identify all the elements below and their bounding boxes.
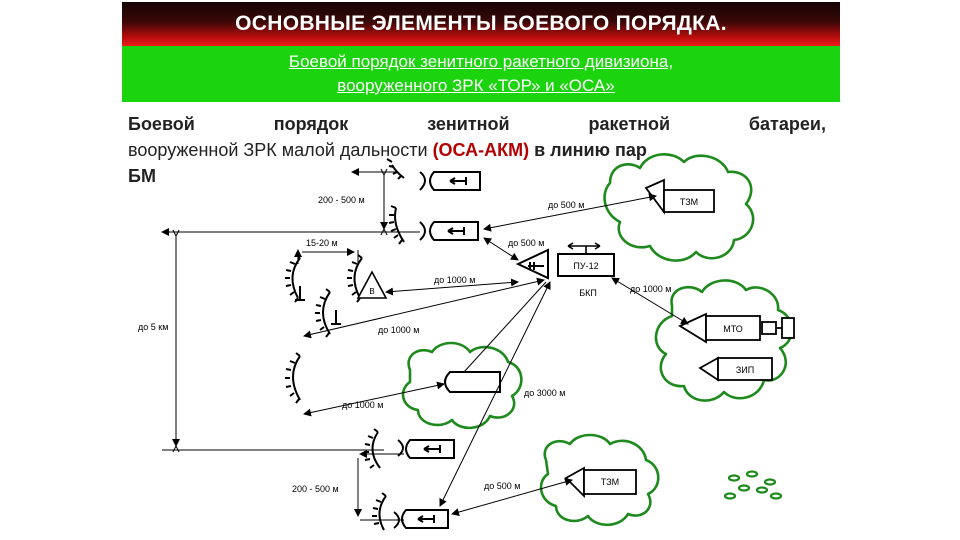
desc-word-3: зенитной (427, 114, 510, 134)
subtitle-line-2: вооруженного ЗРК «ТОР» и «ОСА» (337, 76, 615, 95)
link-pu-mto (611, 277, 689, 325)
transport-loader-bottom: ТЗМ (564, 466, 637, 499)
desc-word-4: ракетной (588, 114, 671, 134)
vehicle-center (444, 371, 501, 393)
link-pu-vehicle2 (483, 237, 519, 261)
radar-arc (388, 205, 405, 245)
desc-word-2: порядок (273, 114, 349, 134)
tzm-bottom-label: ТЗМ (601, 477, 619, 487)
radar-arc (285, 352, 301, 404)
scattered-camouflage (723, 470, 783, 500)
bkp-label: БКП (579, 288, 597, 298)
spare-parts-zip: ЗИП (698, 356, 773, 382)
label-500-bottom: до 500 м (484, 481, 520, 491)
zip-label: ЗИП (736, 365, 754, 375)
link-tzm-bottom (451, 478, 573, 516)
slide-title: ОСНОВНЫЕ ЭЛЕМЕНТЫ БОЕВОГО ПОРЯДКА. (122, 2, 840, 46)
link-pu-center-1000 (303, 381, 445, 417)
label-1000-c: до 1000 м (342, 400, 383, 410)
label-500-pu: до 500 м (508, 238, 544, 248)
label-1000-a: до 1000 м (434, 275, 475, 285)
dim-line-bottom (358, 454, 404, 520)
subtitle-line-1: Боевой порядок зенитного ракетного дивиз… (288, 52, 674, 71)
observation-post-v: В (356, 270, 388, 299)
dim-line-5km (162, 232, 420, 450)
label-1000-b: до 1000 м (378, 325, 419, 335)
desc-word-5: батареи, (748, 114, 826, 134)
description-line-1: Боевой порядок зенитной ракетной батареи… (128, 111, 826, 137)
desc-line2-plain: вооруженной ЗРК малой дальности (128, 140, 433, 160)
desc-word-1: Боевой (128, 114, 195, 134)
maintenance-vehicle-mto: МТО (678, 312, 795, 344)
description-line-2: вооруженной ЗРК малой дальности (ОСА-АКМ… (128, 137, 826, 163)
command-post-pu12: ПУ-12 (515, 242, 615, 280)
label-1000-mto: до 1000 м (630, 284, 671, 294)
label-15-20: 15-20 м (306, 238, 338, 248)
radar-arc (364, 428, 381, 469)
combat-vehicle-4 (393, 509, 449, 529)
pu12-label: ПУ-12 (573, 261, 598, 271)
description-line-3: БМ (128, 166, 156, 186)
description-text: Боевой порядок зенитной ракетной батареи… (128, 111, 826, 189)
label-5km: до 5 км (138, 322, 168, 332)
link-pu-3000 (439, 281, 551, 507)
dim-tick-5km (172, 229, 180, 453)
link-pu-left (303, 277, 545, 339)
desc-line2-tail: в линию пар (529, 140, 647, 160)
radar-arc (386, 158, 405, 180)
radar-arc (372, 492, 387, 531)
radar-arc (315, 288, 331, 338)
mto-label: МТО (723, 324, 743, 334)
label-3000: до 3000 м (524, 388, 565, 398)
desc-line2-highlight: (ОСА-АКМ) (432, 140, 530, 160)
tzm-top-label: ТЗМ (680, 197, 698, 207)
slide-subtitle: Боевой порядок зенитного ракетного дивиз… (122, 46, 840, 102)
dim-line-15-20 (298, 250, 358, 264)
combat-vehicle-3 (397, 439, 455, 459)
label-500-tzm: до 500 м (548, 200, 584, 210)
link-pu-center (463, 281, 547, 373)
link-tzm-top (483, 193, 657, 232)
combat-vehicle-1 (419, 171, 481, 191)
observation-post-label: В (369, 287, 374, 296)
label-200-500-bottom: 200 - 500 м (292, 484, 339, 494)
dim-tick-top (380, 168, 388, 236)
label-200-500-top: 200 - 500 м (318, 195, 365, 205)
combat-vehicle-2 (419, 221, 479, 241)
antenna-post (331, 310, 341, 325)
